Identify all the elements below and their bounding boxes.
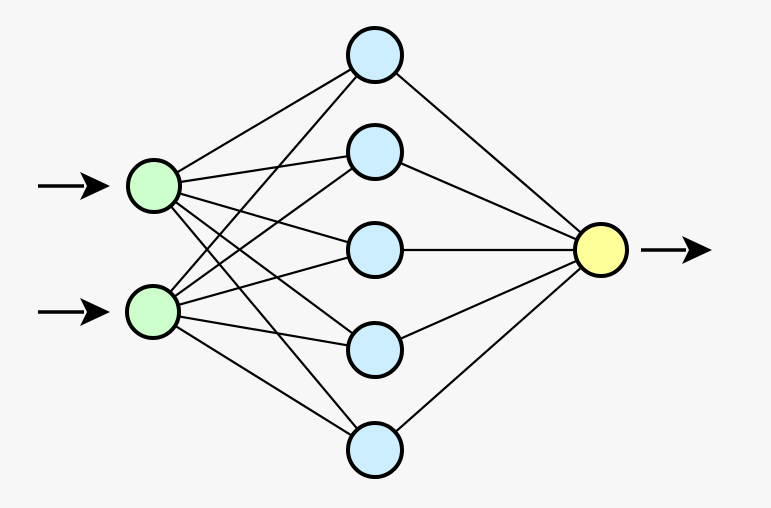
connection-edge-i1-h2 (176, 154, 352, 184)
connection-edge-i2-h2 (171, 165, 356, 300)
connection-edge-h2-o1 (396, 160, 581, 242)
neuron-node-i2 (125, 284, 181, 340)
connection-edge-i2-h3 (175, 255, 353, 307)
output-arrow-1-icon (641, 236, 712, 264)
connection-edge-i1-h5 (168, 203, 361, 432)
connection-edge-h4-o1 (396, 258, 581, 341)
output-arrow-1-head (682, 236, 712, 264)
neuron-node-h4 (346, 321, 404, 379)
edges-group (167, 66, 585, 438)
neuron-node-i1 (126, 158, 182, 214)
connection-edge-i1-h3 (175, 191, 353, 245)
arrows-group (38, 172, 712, 326)
neuron-node-h1 (346, 26, 404, 84)
connection-edge-h5-o1 (392, 264, 585, 435)
connection-edge-i1-h1 (173, 66, 355, 175)
neuron-node-h5 (346, 421, 404, 479)
connection-edge-i2-h1 (167, 72, 360, 295)
connection-edge-i2-h5 (172, 323, 355, 438)
neuron-node-h3 (346, 221, 404, 279)
nodes-group (125, 26, 629, 479)
input-arrow-2-head (80, 298, 110, 326)
input-arrow-2-icon (38, 298, 110, 326)
connection-edge-i2-h4 (175, 314, 352, 347)
neuron-node-o1 (573, 222, 629, 278)
connection-edge-h1-o1 (392, 70, 584, 236)
input-arrow-1-icon (38, 172, 110, 200)
input-arrow-1-head (80, 172, 110, 200)
neuron-node-h2 (346, 123, 404, 181)
connection-edge-i1-h4 (172, 199, 357, 337)
